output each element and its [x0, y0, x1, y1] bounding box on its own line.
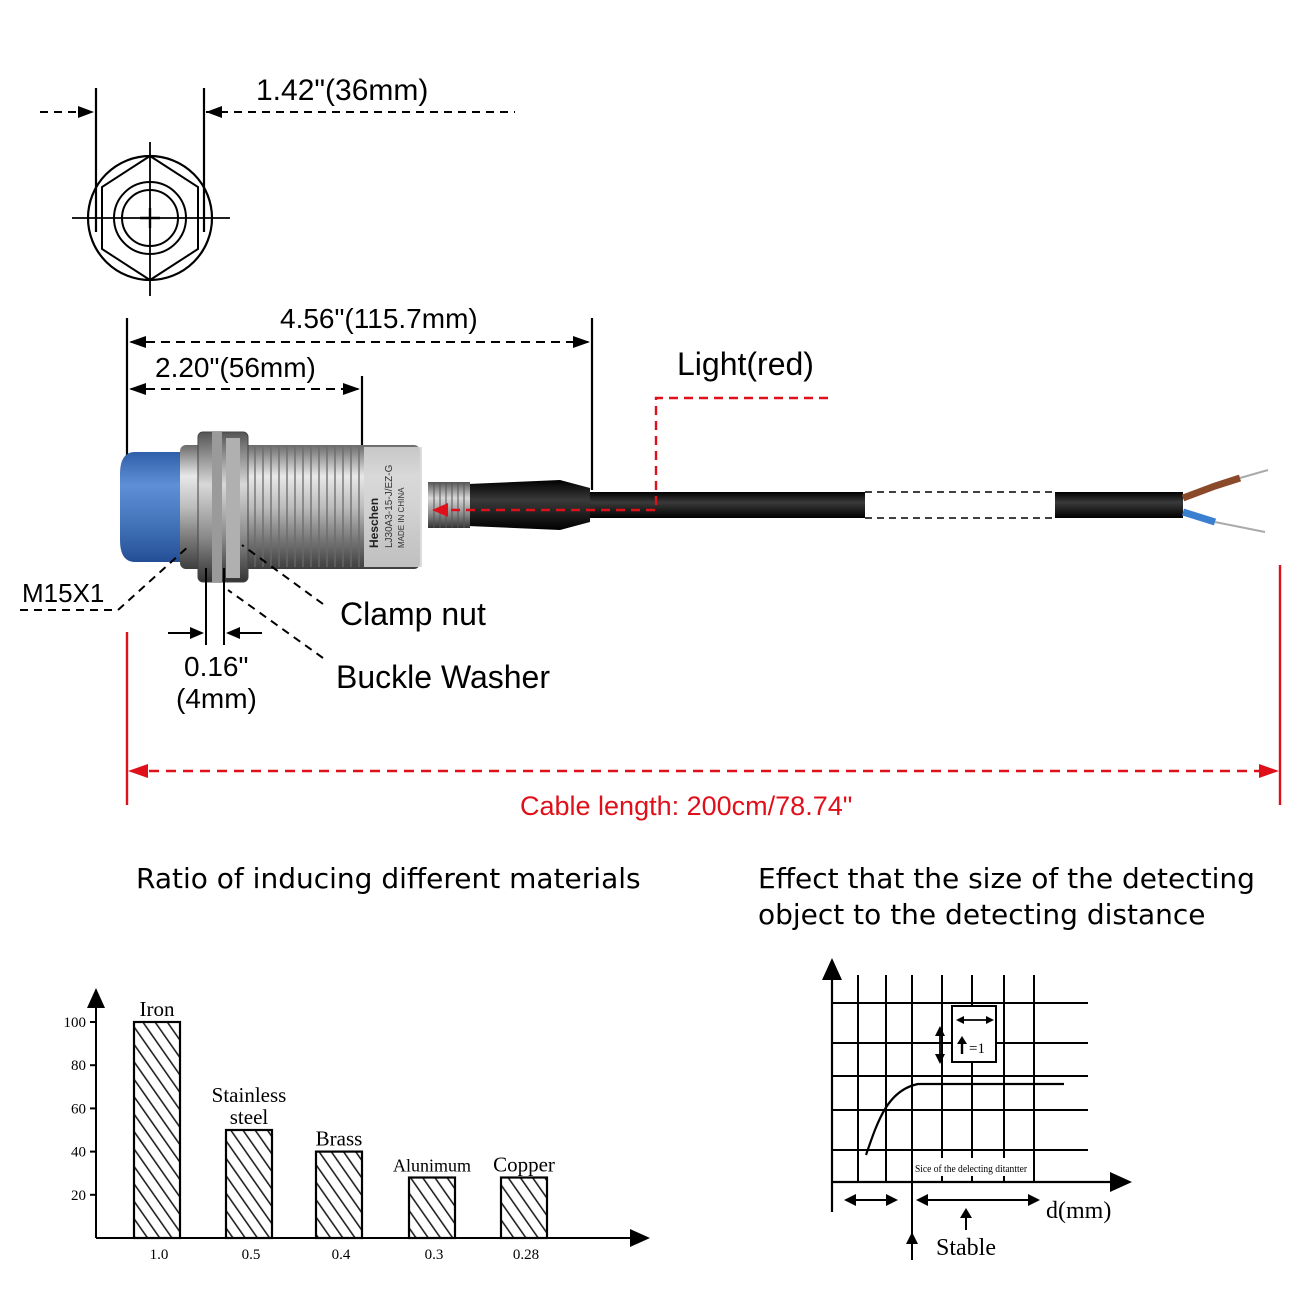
bar — [132, 1020, 182, 1240]
overall-length-label: 4.56"(115.7mm) — [280, 303, 478, 334]
model-label: LJ30A3-15-J/EZ-G — [384, 464, 395, 548]
hex-width-label: 1.42"(36mm) — [256, 74, 428, 107]
sensor-body: Heschen LJ30A3-15-J/EZ-G MADE IN CHINA — [120, 431, 1269, 583]
bar — [407, 1176, 457, 1240]
end-view: 1.42"(36mm) — [40, 74, 515, 296]
length-dimensions: 4.56"(115.7mm) 2.20"(56mm) — [125, 303, 594, 490]
materials-heading: Ratio of inducing different materials — [136, 862, 641, 895]
blue-wire — [1181, 508, 1217, 526]
brand-label: Heschen — [367, 498, 381, 548]
distance-chart: =1 Sice of the delecting ditantter d(mm)… — [822, 958, 1132, 1261]
x-tick-label: 0.28 — [513, 1247, 539, 1263]
part-callouts: Clamp nut Buckle Washer M15X1 0.16" (4mm… — [20, 544, 550, 714]
stable-label: Stable — [936, 1235, 996, 1261]
bar-label: Brass — [316, 1127, 363, 1151]
distance-heading-line1: Effect that the size of the detecting — [758, 862, 1255, 895]
bar-label: Iron — [140, 997, 175, 1021]
bar-label: Copper — [493, 1153, 555, 1177]
t-equals-label: =1 — [969, 1041, 985, 1057]
x-tick-label: 0.5 — [242, 1247, 261, 1263]
washer-thickness-mm: (4mm) — [176, 683, 257, 714]
washer-thickness-in: 0.16" — [184, 651, 248, 682]
cable-length-label: Cable length: 200cm/78.74" — [520, 791, 852, 821]
grid-caption: Sice of the delecting ditantter — [915, 1163, 1027, 1175]
clamp-nut-label: Clamp nut — [340, 596, 486, 632]
bar — [499, 1176, 549, 1240]
buckle-washer-label: Buckle Washer — [336, 659, 550, 695]
thread-spec-label: M15X1 — [22, 578, 104, 608]
distance-heading-line2: object to the detecting distance — [758, 898, 1205, 931]
thread-length-label: 2.20"(56mm) — [155, 352, 316, 383]
bar-label: Stainless — [212, 1083, 287, 1107]
light-callout: Light(red) — [432, 346, 828, 517]
x-tick-label: 0.3 — [425, 1247, 444, 1263]
cable-length-dimension: Cable length: 200cm/78.74" — [125, 565, 1282, 821]
light-label: Light(red) — [677, 346, 814, 382]
x-tick-label: 0.4 — [332, 1247, 351, 1263]
y-tick-label: 20 — [71, 1188, 86, 1204]
x-axis-label: d(mm) — [1046, 1198, 1111, 1224]
y-tick-label: 100 — [64, 1015, 87, 1031]
y-tick-label: 80 — [71, 1058, 86, 1074]
y-tick-label: 40 — [71, 1145, 86, 1161]
bar-label: steel — [230, 1105, 269, 1129]
bar-label: Alunimum — [393, 1156, 471, 1176]
distance-grid — [832, 975, 1088, 1182]
bar — [314, 1150, 364, 1240]
bar — [224, 1128, 274, 1240]
origin-label: MADE IN CHINA — [397, 487, 406, 548]
brown-wire — [1181, 474, 1242, 502]
y-tick-label: 60 — [71, 1101, 86, 1117]
x-tick-label: 1.0 — [150, 1247, 169, 1263]
